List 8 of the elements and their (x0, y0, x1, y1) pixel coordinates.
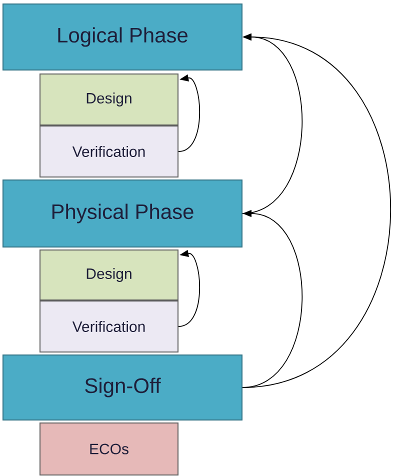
phase-box: Logical Phase (2, 4, 242, 70)
eco-box: ECOs (40, 422, 178, 476)
verification-box: Verification (40, 126, 178, 178)
phase-box: Sign-Off (2, 354, 242, 420)
design-box: Design (40, 250, 178, 300)
design-box: Design (40, 74, 178, 126)
verification-box: Verification (40, 300, 178, 352)
phase-box: Physical Phase (2, 180, 242, 248)
